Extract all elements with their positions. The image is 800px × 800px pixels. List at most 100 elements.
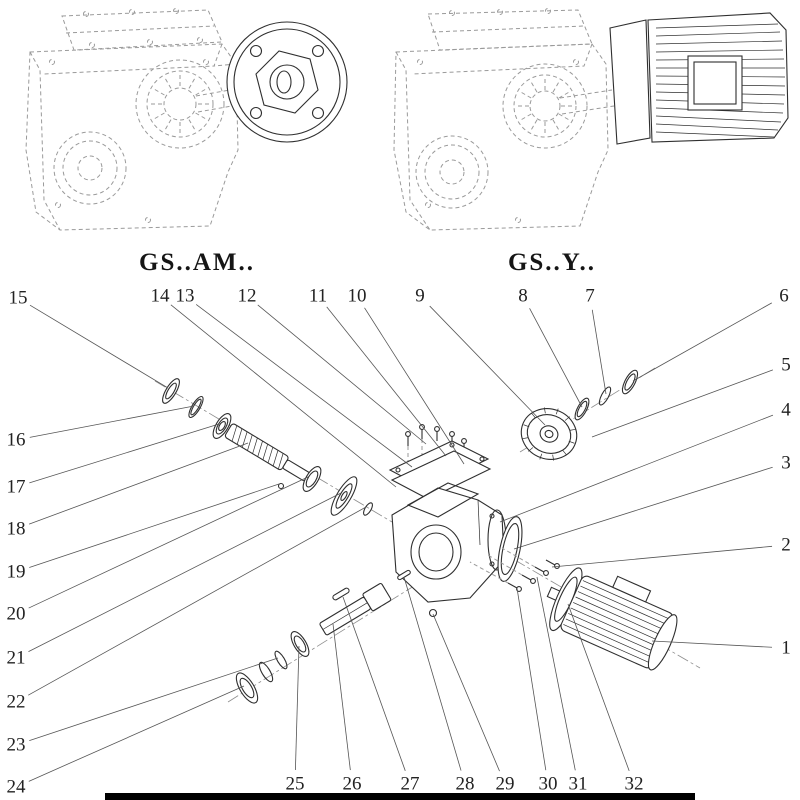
model-label-gs-y: GS..Y.. (507, 249, 597, 276)
leader-line-3 (513, 466, 773, 550)
output-shaft (319, 583, 392, 636)
callout-12: 12 (237, 285, 257, 307)
callout-2: 2 (781, 534, 791, 556)
motor-exploded (546, 567, 678, 671)
leader-line-1 (651, 640, 773, 648)
oil-seal (162, 378, 180, 404)
leader-line-26 (332, 623, 351, 771)
gear-housing (391, 482, 507, 603)
leader-line-8 (529, 308, 583, 408)
leader-line-5 (591, 369, 774, 438)
flange-bolts (507, 559, 560, 592)
leader-line-4 (499, 414, 774, 523)
leader-line-19 (29, 483, 280, 568)
cover-bolts (405, 424, 467, 453)
leader-line-27 (342, 596, 406, 771)
callout-6: 6 (779, 285, 789, 307)
leader-line-22 (28, 506, 367, 696)
leader-line-6 (632, 302, 772, 382)
bearing-input-rear (302, 466, 322, 492)
callout-19: 19 (6, 561, 26, 583)
leader-line-10 (364, 307, 465, 465)
snap-ring (598, 386, 612, 406)
output-flange-left-solid (226, 21, 348, 143)
end-cover-disc (330, 476, 358, 516)
shim-ring (621, 369, 639, 395)
small-pin (397, 569, 411, 581)
leader-line-28 (403, 576, 462, 771)
leader-line-20 (28, 476, 309, 609)
motor-fan-cover (647, 614, 678, 671)
callout-10: 10 (347, 285, 367, 307)
callout-30: 30 (538, 773, 558, 795)
callout-24: 24 (6, 776, 26, 798)
worm-gear (520, 407, 578, 461)
callout-22: 22 (6, 691, 26, 713)
leader-line-32 (567, 603, 630, 771)
output-snap-ring (274, 650, 288, 670)
model-label-gs-am: GS..AM.. (139, 249, 255, 276)
callout-11: 11 (308, 285, 328, 307)
leader-line-31 (536, 576, 576, 771)
rib-lines-left (148, 72, 212, 136)
flange-gasket (497, 516, 523, 582)
leader-line-25 (295, 645, 300, 771)
leader-line-13 (195, 304, 413, 468)
output-ring (258, 661, 274, 683)
leader-line-15 (29, 304, 169, 389)
callout-23: 23 (6, 734, 26, 756)
shaft-key (332, 587, 350, 601)
leader-line-9 (429, 305, 546, 426)
callout-13: 13 (175, 285, 195, 307)
callout-5: 5 (781, 354, 791, 376)
callout-32: 32 (624, 773, 644, 795)
motor-top-solid (609, 12, 789, 145)
callout-28: 28 (455, 773, 475, 795)
callout-26: 26 (342, 773, 362, 795)
worm-gear-group (520, 369, 639, 461)
motor-terminal-box (687, 55, 743, 111)
cover-gasket (390, 450, 492, 500)
oil-plug (428, 608, 438, 618)
callout-17: 17 (6, 476, 26, 498)
washer (574, 397, 590, 421)
callout-16: 16 (6, 429, 26, 451)
leader-line-2 (551, 545, 773, 568)
rib-lines-right (515, 76, 575, 136)
motor-junction-box (612, 575, 652, 603)
leader-line-16 (29, 405, 195, 438)
callout-29: 29 (495, 773, 515, 795)
cover-assembly (388, 424, 492, 500)
output-bearing (290, 631, 310, 657)
leader-line-11 (326, 306, 447, 457)
output-shaft-assembly (235, 569, 438, 704)
gear-teeth (522, 407, 576, 461)
callout-27: 27 (400, 773, 420, 795)
leader-line-23 (29, 657, 279, 741)
motor-body-fins (563, 580, 671, 664)
callout-8: 8 (518, 285, 528, 307)
callout-20: 20 (6, 603, 26, 625)
callout-15: 15 (8, 287, 28, 309)
callout-31: 31 (568, 773, 588, 795)
bottom-bar (105, 793, 695, 800)
leader-line-30 (516, 587, 547, 771)
output-oil-seal (235, 672, 259, 704)
callout-3: 3 (781, 452, 791, 474)
leader-line-29 (432, 613, 500, 772)
callout-7: 7 (585, 285, 595, 307)
callout-25: 25 (285, 773, 305, 795)
callout-4: 4 (781, 399, 791, 421)
leader-line-7 (591, 309, 607, 395)
leader-line-14 (170, 304, 397, 488)
worm-shaft (224, 423, 310, 482)
dowel-pin (277, 482, 285, 490)
input-shaft-assembly (162, 378, 373, 516)
leader-line-21 (28, 492, 342, 653)
leader-line-24 (28, 685, 245, 782)
gearbox-right-dashed-drawing (393, 8, 615, 231)
callout-1: 1 (781, 637, 791, 659)
